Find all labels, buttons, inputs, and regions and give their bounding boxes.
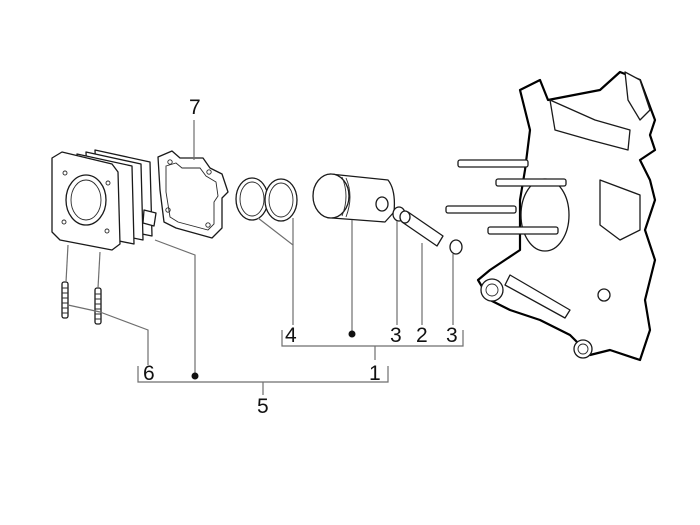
- piston-pin-part: [399, 210, 444, 247]
- callout-3-left: 3: [390, 324, 402, 347]
- piston-rings-part: [235, 177, 298, 222]
- callout-7: 7: [189, 96, 201, 119]
- callout-2: 2: [416, 324, 428, 347]
- circlip-right-part: [449, 239, 463, 255]
- base-gasket-part: [157, 150, 229, 239]
- piston-part: [312, 173, 396, 223]
- callout-4: 4: [285, 324, 297, 347]
- piston-reference-dot: [348, 330, 356, 338]
- callout-5: 5: [257, 395, 269, 418]
- crankcase-part: [445, 70, 657, 362]
- stud-bolts-part: [61, 244, 102, 325]
- gasket-reference-dot: [191, 372, 199, 380]
- callout-3-right: 3: [446, 324, 458, 347]
- callout-1: 1: [369, 362, 381, 385]
- callout-6: 6: [143, 362, 155, 385]
- cylinder-part: [51, 149, 157, 251]
- leader-lines: [67, 120, 464, 395]
